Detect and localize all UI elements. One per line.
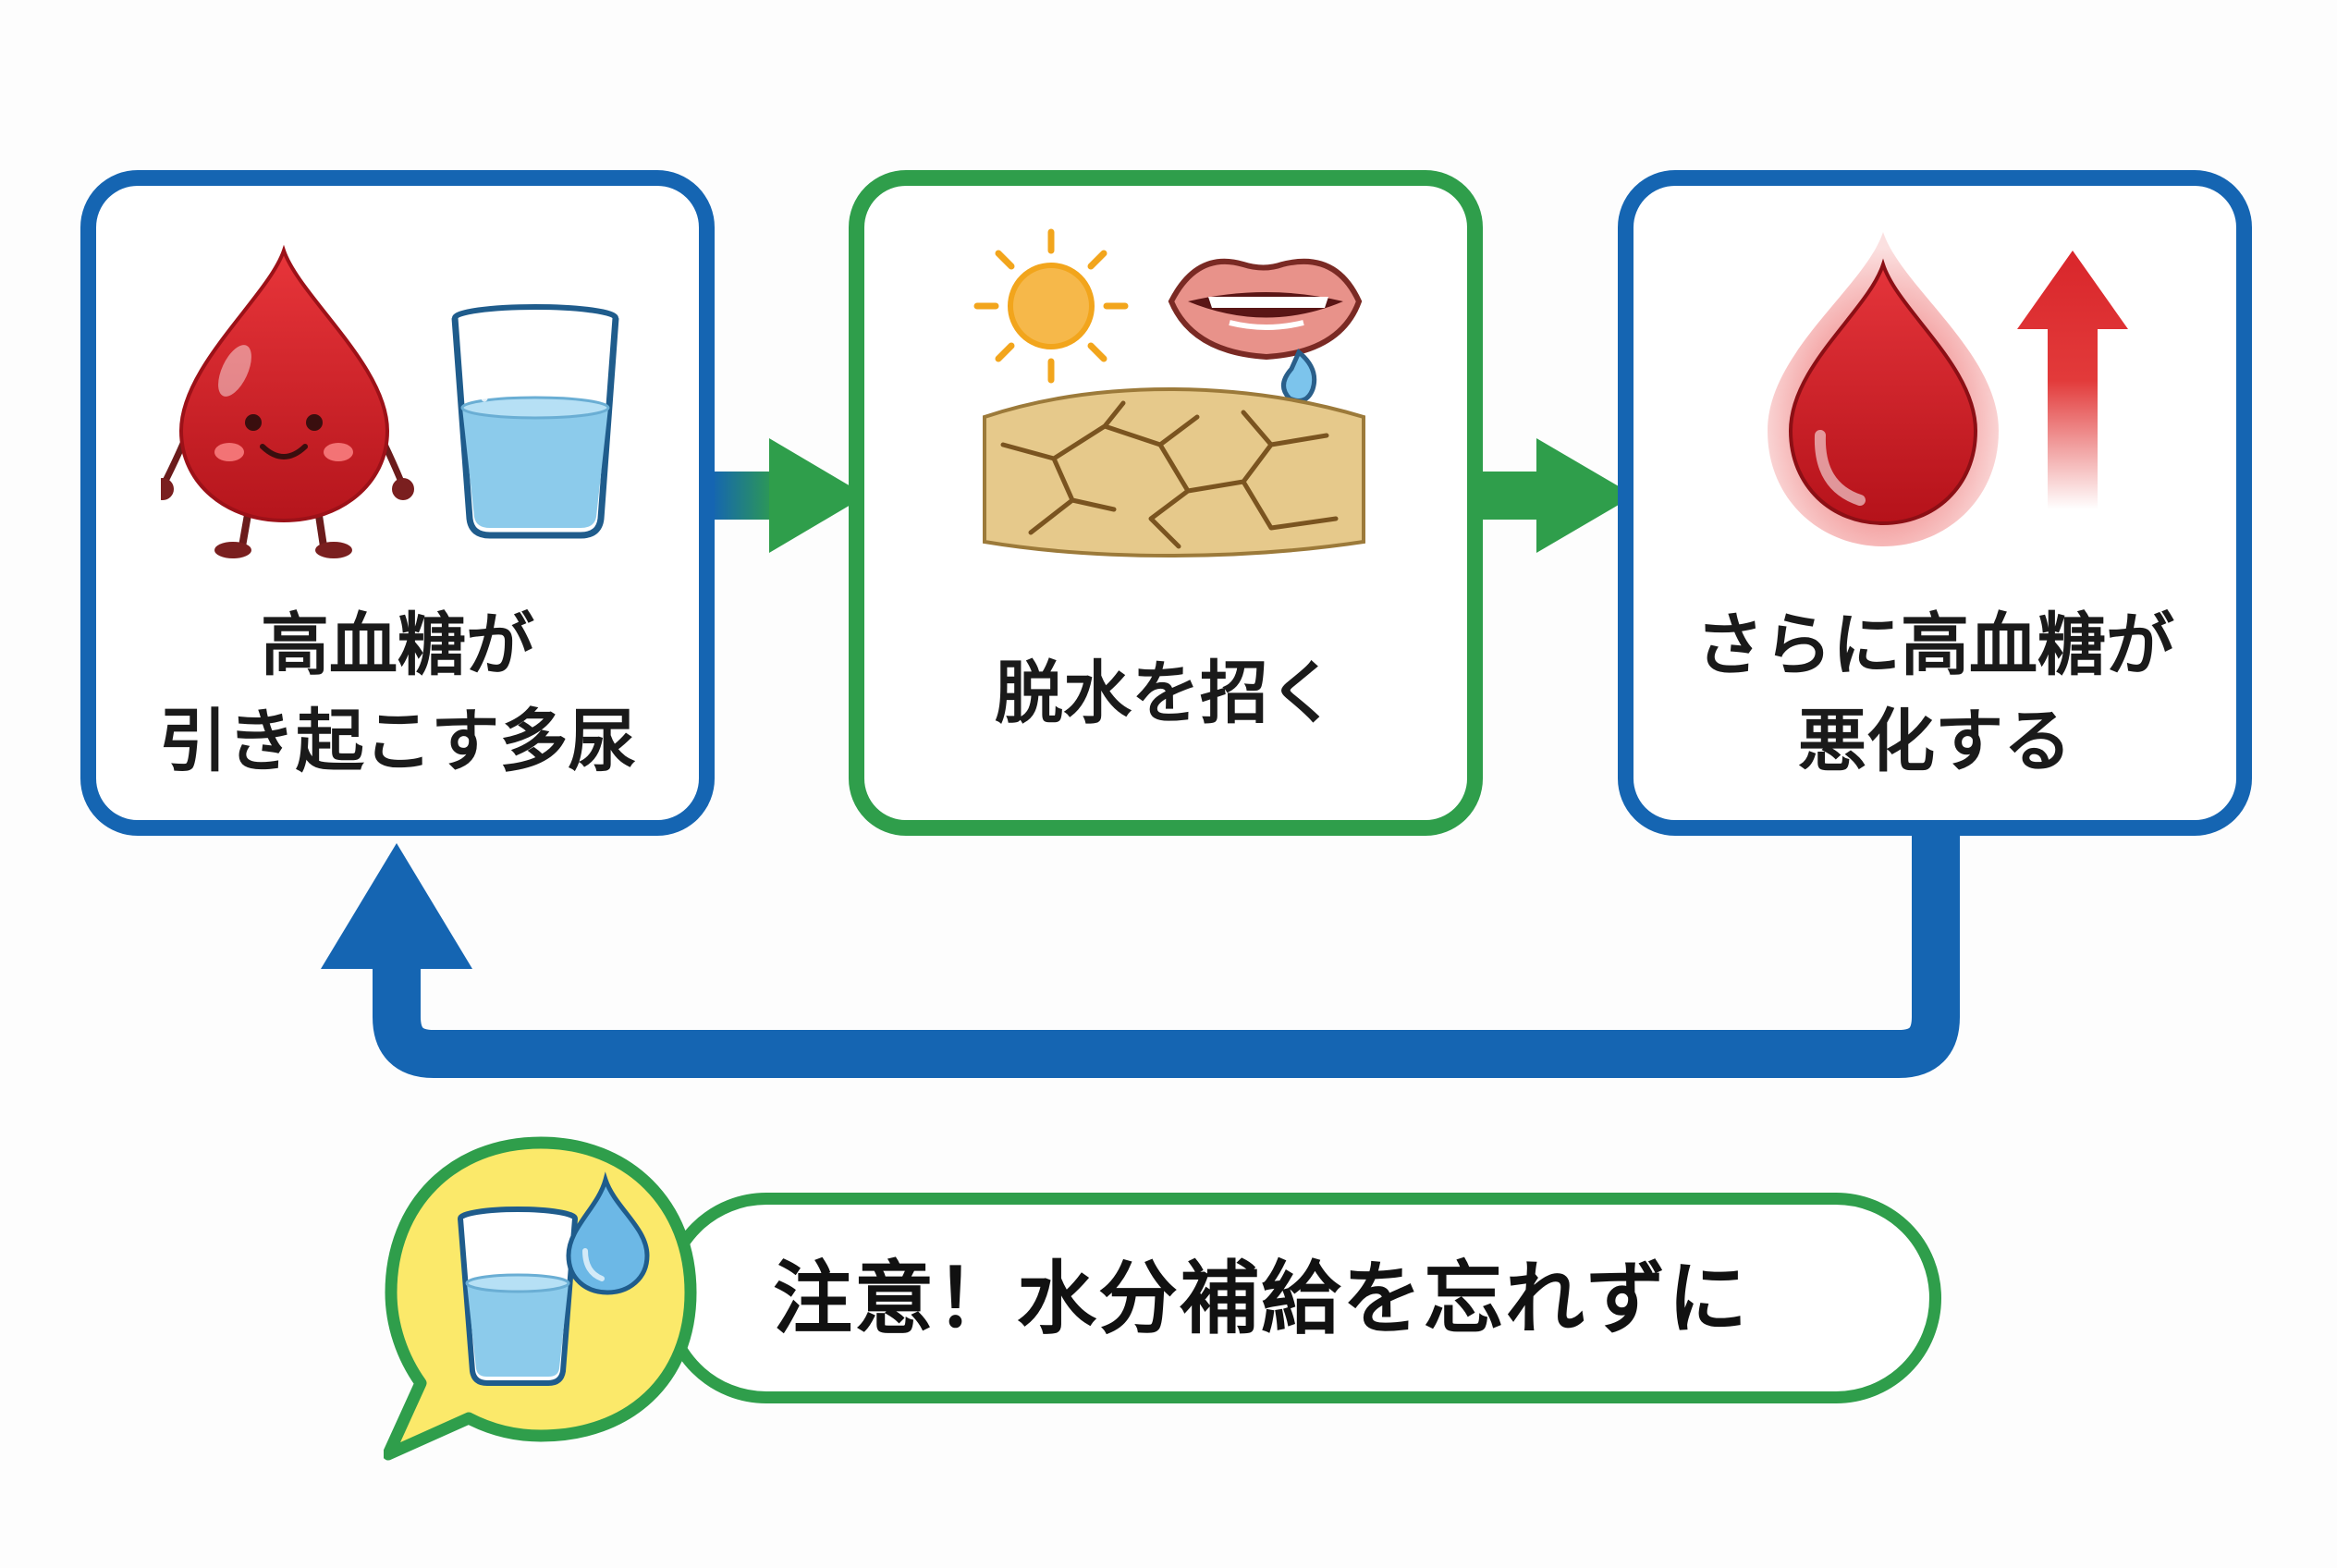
arrow-step2-to-step3: [1479, 438, 1634, 553]
step-card-dehydration: 脱水を招く: [849, 170, 1483, 836]
dehydration-illustration: [973, 228, 1365, 558]
step-3-label: さらに高血糖が 悪化する: [1695, 606, 2174, 781]
sun-icon: [973, 228, 1129, 384]
water-glass-icon: [451, 304, 619, 539]
note-speech-bubble: [384, 1136, 697, 1461]
feedback-loop-arrow: [321, 832, 1960, 1078]
step-2-label: 脱水を招く: [995, 654, 1337, 733]
step-card-frequent-urination: 高血糖が 引き起こす多尿: [80, 170, 715, 836]
blood-drop-glow-icon: [1768, 232, 1999, 546]
step-card-worsened-hyperglycemia: さらに高血糖が 悪化する: [1618, 170, 2252, 836]
smiling-blood-drop-icon: [161, 244, 619, 558]
water-glass-with-drop-icon: [458, 1171, 650, 1386]
worsening-illustration: [1768, 232, 2128, 546]
arrow-step1-to-step2: [712, 438, 866, 553]
dry-lips-icon: [1168, 258, 1363, 403]
note-text: 注意！水分補給を忘れずに: [773, 1253, 1749, 1345]
step-1-label: 高血糖が 引き起こす多尿: [158, 606, 637, 781]
cracked-ground-icon: [983, 386, 1365, 558]
up-arrow-icon: [2017, 251, 2128, 509]
note-banner: [661, 1193, 1941, 1403]
